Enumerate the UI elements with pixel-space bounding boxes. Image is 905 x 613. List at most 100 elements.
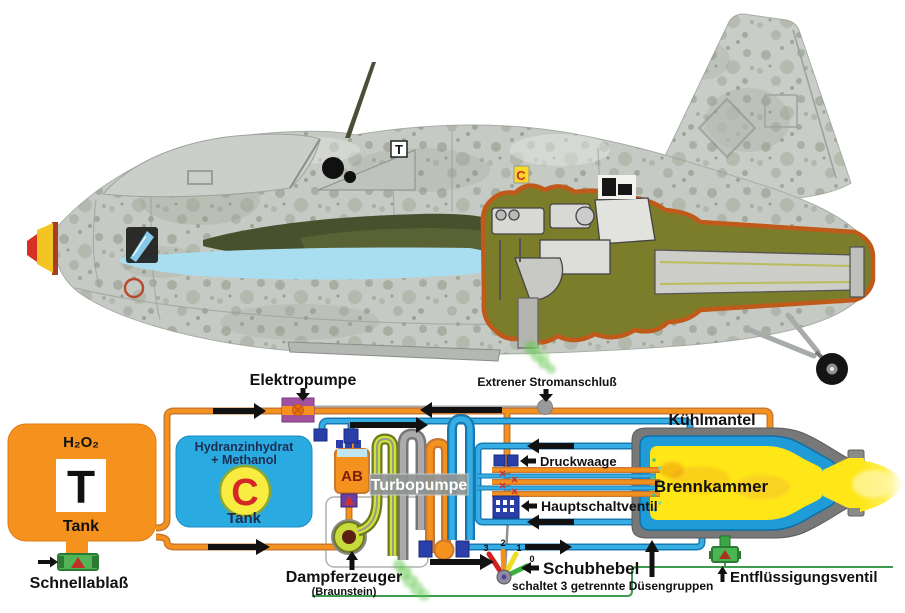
power-connector bbox=[537, 399, 553, 415]
c-tank-letter: C bbox=[231, 472, 258, 514]
drain-line bbox=[312, 566, 893, 597]
canopy-frame bbox=[289, 138, 321, 189]
nose-spinner bbox=[27, 222, 58, 275]
injector-valve-ticks bbox=[499, 470, 518, 495]
t-tank-formula: H₂O₂ bbox=[63, 434, 99, 451]
arrow-bottom-feed-right bbox=[208, 539, 270, 555]
engine-steam-spray bbox=[524, 341, 556, 374]
braunstein-core bbox=[342, 530, 356, 544]
marking-t-letter: T bbox=[395, 142, 403, 157]
cockpit-aft-deck bbox=[317, 149, 416, 191]
schubhebel-sub-label: schaltet 3 getrennte Düsengruppen bbox=[512, 579, 713, 593]
arrow-schnellablass bbox=[38, 556, 58, 568]
pressure-balance-valve bbox=[493, 454, 519, 467]
arrow-feed-right bbox=[350, 417, 428, 433]
entfluessigungsventil-label: Entflüssigungsventil bbox=[730, 569, 878, 586]
steam-vent-chute bbox=[517, 297, 539, 349]
canopy bbox=[101, 133, 321, 198]
flame-core bbox=[852, 470, 892, 498]
druckwaage-label: Druckwaage bbox=[540, 454, 617, 469]
ab-starter-tank: AB bbox=[334, 440, 370, 494]
fuselage-marking-t: T bbox=[390, 140, 408, 158]
hauptschaltventil-label: Hauptschaltventil bbox=[541, 498, 658, 514]
rudder-hinge-line bbox=[792, 29, 837, 179]
lever-pos-1: 1 bbox=[516, 543, 521, 553]
t-tank-drain-stub bbox=[66, 538, 88, 556]
main-switch-valve bbox=[492, 495, 520, 519]
electric-pump bbox=[281, 397, 315, 423]
lever-pos-2: 2 bbox=[500, 538, 505, 548]
arrow-druckwaage-pointer bbox=[520, 455, 536, 467]
turbopump-loops bbox=[397, 413, 475, 560]
fin-diamond-marking bbox=[697, 97, 757, 159]
injector-face-speckle bbox=[651, 458, 663, 512]
stromanschluss-label: Extrener Stromanschluß bbox=[477, 375, 616, 389]
arrow-cooling-left-top bbox=[527, 438, 574, 454]
elektropumpe-label: Elektropumpe bbox=[250, 372, 357, 389]
arrow-dampferzeuger-pointer bbox=[346, 551, 358, 570]
ab-outlet-valve bbox=[340, 493, 358, 508]
arrow-cooling-left-mid bbox=[527, 514, 574, 530]
turbopump-label-box: Turbopumpe bbox=[369, 473, 469, 496]
fuselage-circle-marking bbox=[123, 277, 145, 299]
flow-arrows bbox=[38, 388, 728, 582]
engine-machinery bbox=[491, 197, 865, 349]
combustion-chamber-assembly bbox=[631, 427, 904, 539]
flame-mottle bbox=[660, 462, 790, 499]
arrow-stromanschluss-pointer bbox=[539, 389, 553, 402]
arrow-into-pump bbox=[213, 403, 266, 419]
steam-exhaust-spray bbox=[393, 559, 430, 601]
thrust-lever: 3 2 1 0 bbox=[483, 538, 535, 585]
fin-panel-outline bbox=[764, 94, 798, 128]
antenna-mast bbox=[345, 62, 376, 138]
arrow-elektropumpe-pointer bbox=[296, 388, 310, 401]
aircraft-cutaway-illustration: T C bbox=[27, 13, 876, 385]
landing-skid bbox=[287, 341, 501, 362]
headrest-disc bbox=[322, 157, 344, 179]
lever-pos-3: 3 bbox=[483, 543, 488, 553]
nose-unit-emblem bbox=[126, 227, 158, 263]
dampferzeuger-label: Dampferzeuger bbox=[286, 569, 402, 586]
schnellablass-label: Schnellablaß bbox=[30, 575, 129, 592]
fuselage-marking-c: C bbox=[513, 165, 530, 184]
c-stoff-tank: Hydranzinhydrat + Methanol C Tank bbox=[175, 435, 313, 528]
kuehlmantel-label: Kühlmantel bbox=[668, 412, 755, 429]
arrow-entfluessigung-pointer bbox=[717, 566, 728, 582]
tail-root-marking bbox=[598, 175, 636, 199]
arrow-cooling-right bbox=[525, 539, 572, 555]
braunstein-label: (Braunstein) bbox=[312, 586, 377, 598]
nozzle-throat bbox=[823, 458, 864, 508]
t-stoff-pipes bbox=[155, 407, 774, 551]
t-tank-letter: T bbox=[67, 461, 95, 513]
internal-tank-band bbox=[120, 247, 492, 280]
headrest-disc-small bbox=[344, 171, 356, 183]
brennkammer-label: Brennkammer bbox=[654, 477, 769, 496]
arrow-power-left bbox=[420, 402, 502, 418]
c-tank-label: Tank bbox=[227, 510, 262, 527]
arrow-hauptventil-pointer bbox=[521, 500, 537, 512]
nozzle-end-cap bbox=[849, 246, 865, 298]
c-stoff-pump bbox=[418, 539, 470, 561]
engine-bay-cutaway bbox=[480, 183, 876, 374]
tail-wheel bbox=[747, 312, 848, 385]
steam-generator bbox=[331, 433, 399, 556]
injector-lines bbox=[477, 467, 660, 497]
c-riser-valve bbox=[313, 428, 328, 442]
c-tank-line2: + Methanol bbox=[211, 453, 277, 467]
dewatering-valve bbox=[709, 535, 741, 563]
c-tank-line1: Hydranzinhydrat bbox=[195, 440, 294, 454]
t-tank-label: Tank bbox=[63, 518, 99, 535]
thrust-tube bbox=[654, 249, 856, 295]
arrow-schubhebel-pointer bbox=[521, 562, 539, 574]
schubhebel-label: Schubhebel bbox=[543, 559, 639, 578]
quick-dump-valve bbox=[57, 553, 99, 571]
arrow-pump-out-right bbox=[430, 554, 494, 570]
canopy-side-panel bbox=[187, 170, 213, 185]
marking-c-letter: C bbox=[516, 168, 526, 183]
arrow-chamber-up bbox=[645, 540, 659, 577]
propulsion-schematic: AB Turbopumpe H₂O₂ T Tank bbox=[7, 372, 904, 601]
lever-pos-0: 0 bbox=[529, 554, 534, 564]
ab-inlet-valve bbox=[343, 428, 359, 444]
ab-label: AB bbox=[341, 468, 363, 485]
